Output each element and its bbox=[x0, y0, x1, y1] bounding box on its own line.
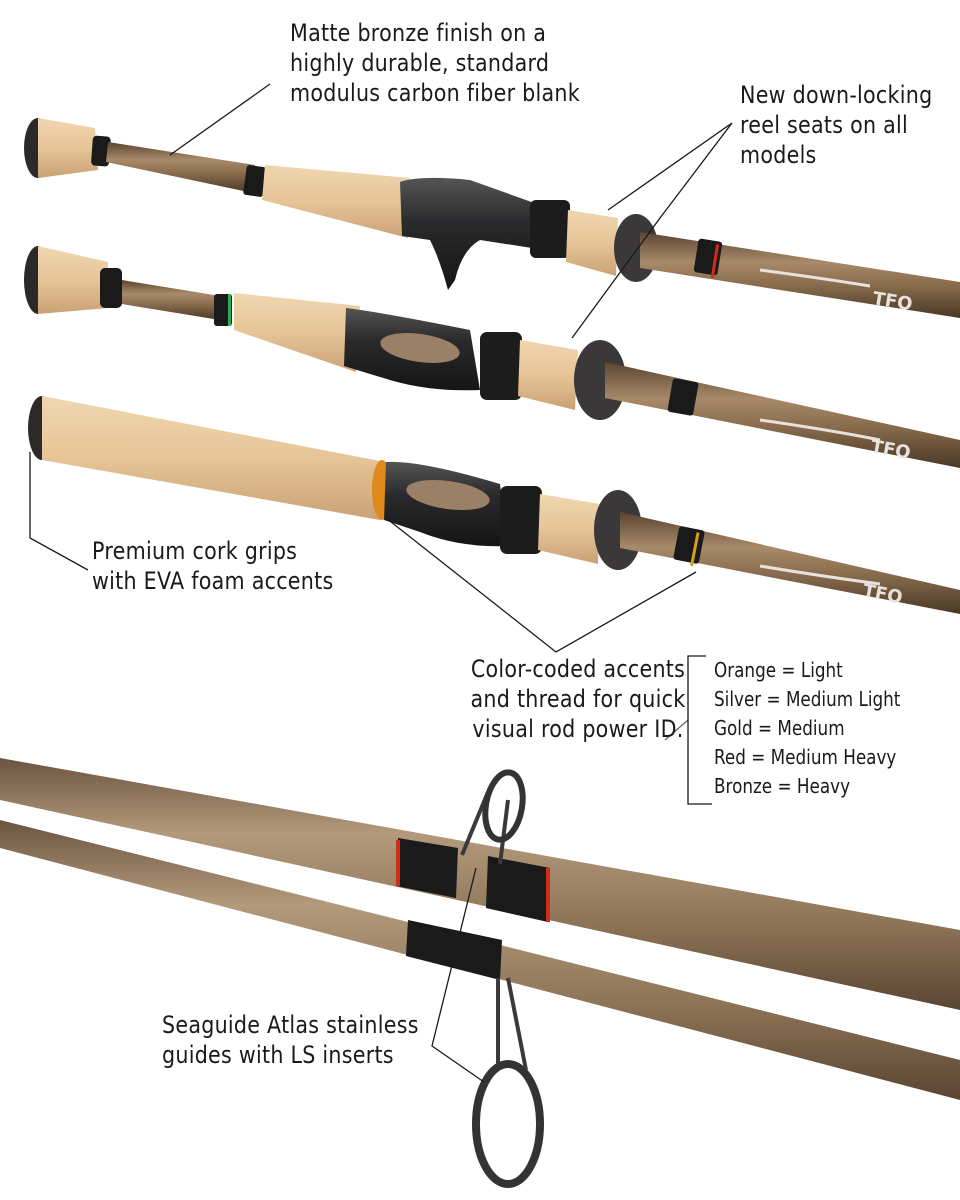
callout-text: visual rod power ID. bbox=[472, 715, 684, 744]
callout-text: reel seats on all bbox=[740, 111, 909, 140]
leader-guides bbox=[431, 867, 485, 1083]
legend-bracket bbox=[687, 655, 712, 805]
callout-text: Premium cork grips bbox=[92, 537, 298, 565]
callout-text: Seaguide Atlas stainless bbox=[162, 1011, 419, 1039]
callout-text: models bbox=[740, 141, 817, 170]
callout-text: New down-locking bbox=[740, 81, 933, 109]
callout-text: Matte bronze finish on a bbox=[290, 19, 547, 47]
rod-3-casting: TFO bbox=[28, 396, 960, 614]
leader-cork bbox=[29, 452, 89, 571]
callout-text: and thread for quick bbox=[470, 685, 686, 714]
callout-cork-grips: Premium cork grips with EVA foam accents bbox=[92, 536, 333, 596]
rod-2-spinning: TFO bbox=[24, 246, 960, 468]
leader-color bbox=[385, 517, 697, 653]
leader-legend bbox=[664, 719, 689, 741]
guide-closeup bbox=[0, 758, 960, 1188]
legend-item-bronze: Bronze = Heavy bbox=[714, 774, 851, 798]
leader-blank bbox=[169, 83, 271, 156]
callout-text: guides with LS inserts bbox=[162, 1041, 394, 1070]
callout-text: highly durable, standard bbox=[290, 49, 550, 78]
callout-color-coding: Color-coded accents and thread for quick… bbox=[461, 654, 695, 745]
leader-lines bbox=[29, 83, 733, 1083]
callout-text: Color-coded accents bbox=[470, 655, 686, 683]
legend-item-gold: Gold = Medium bbox=[714, 716, 845, 740]
callout-blank-finish: Matte bronze finish on a highly durable,… bbox=[290, 18, 580, 109]
legend-item-silver: Silver = Medium Light bbox=[714, 687, 901, 711]
legend-item-orange: Orange = Light bbox=[714, 658, 843, 682]
callout-text: modulus carbon fiber blank bbox=[290, 79, 580, 108]
callout-text: with EVA foam accents bbox=[92, 567, 334, 596]
leader-reel-seat bbox=[571, 122, 733, 339]
rod-1-casting: TFO bbox=[24, 118, 960, 318]
legend-item-red: Red = Medium Heavy bbox=[714, 745, 897, 769]
power-legend: Orange = Light Silver = Medium Light Gol… bbox=[714, 656, 900, 801]
callout-reel-seats: New down-locking reel seats on all model… bbox=[740, 80, 932, 171]
callout-guides: Seaguide Atlas stainless guides with LS … bbox=[162, 1010, 419, 1070]
